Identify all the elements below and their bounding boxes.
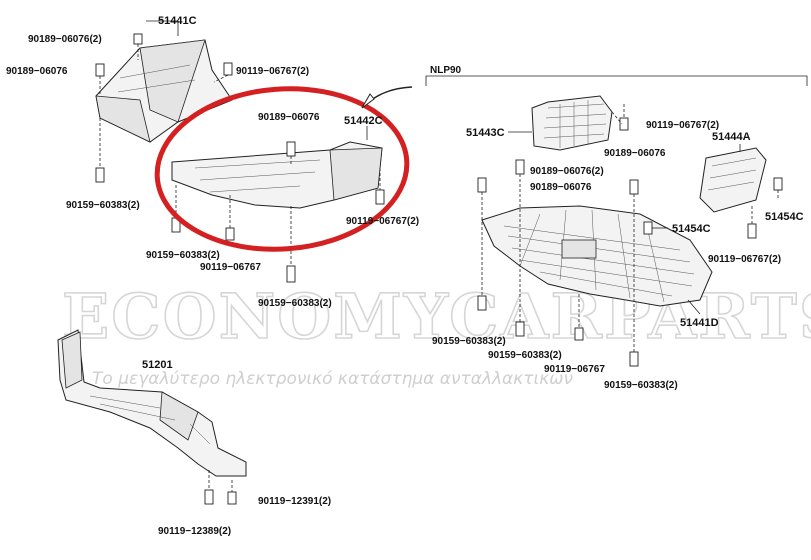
bolt-icon [619,117,629,131]
bolt-icon [204,489,214,505]
label-90189-06076: 90189−06076 [258,112,320,123]
leader-lines-right [481,104,779,352]
label-51441c: 51441C [158,15,197,27]
label-90159-60383-2: 90159−60383(2) [258,298,332,309]
label-51443c: 51443C [466,127,505,139]
bolt-icon [227,491,237,505]
bolt-icon [375,189,385,205]
bolt-icon [286,265,296,283]
label-90119-06767-2: 90119−06767(2) [646,120,719,131]
bolt-icon [643,221,653,235]
label-90159-60383-2: 90159−60383(2) [488,350,562,361]
label-51442c: 51442C [344,115,383,127]
bolt-icon [225,227,235,241]
bolt-icon [133,33,143,45]
label-90159-60383-2: 90159−60383(2) [432,336,506,347]
part-51442c-shield [171,141,383,209]
bolt-icon [95,63,105,77]
part-51441c-shield [95,39,233,143]
bolt-icon [515,321,525,337]
label-51454c: 51454C [765,211,804,223]
label-90189-06076: 90189−06076 [530,182,592,193]
label-51201: 51201 [142,359,173,371]
label-90159-60383-2: 90159−60383(2) [604,380,678,391]
label-90119-12389-2: 90119−12389(2) [158,526,231,537]
label-90159-60383-2: 90159−60383(2) [66,200,140,211]
leader-lines-left [99,20,381,266]
label-90159-60383-2: 90159−60383(2) [146,250,220,261]
label-51444a: 51444A [712,131,751,143]
bolt-icon [747,223,757,239]
part-51441d-under-cover [481,205,713,307]
label-90119-06767: 90119−06767 [200,262,261,273]
bolt-icon [477,295,487,311]
bolt-icon [574,327,584,341]
bolt-icon [629,179,639,195]
label-51441d: 51441D [680,317,719,329]
part-51443c-shield [531,95,613,151]
bolt-icon [95,167,105,183]
label-90189-06076: 90189−06076 [6,66,68,77]
highlight-circle [154,86,413,252]
label-90119-06767-2: 90119−06767(2) [708,254,781,265]
label-90189-06076-2: 90189−06076(2) [530,166,604,177]
bolt-icon [515,159,525,175]
label-90119-06767: 90119−06767 [544,364,605,375]
part-51444a-shield [699,147,767,213]
label-51454c: 51454C [672,223,711,235]
label-90119-06767-2: 90119−06767(2) [346,216,419,227]
variant-bracket: NLP90 [425,65,808,86]
watermark-slogan: Το μεγαλύτερο ηλεκτρονικό κατάστημα αντα… [92,369,574,389]
bolt-icon [773,177,783,191]
bolt-icon [286,141,296,157]
variant-label: NLP90 [430,65,462,76]
part-51201-crossmember [57,329,247,477]
label-90189-06076-2: 90189−06076(2) [28,34,102,45]
bolt-icon [223,62,233,76]
bolt-icon [477,177,487,193]
label-90119-12391-2: 90119−12391(2) [258,496,331,507]
label-90119-06767-2: 90119−06767(2) [236,66,309,77]
label-90189-06076: 90189−06076 [604,148,666,159]
bolt-icon [629,351,639,367]
